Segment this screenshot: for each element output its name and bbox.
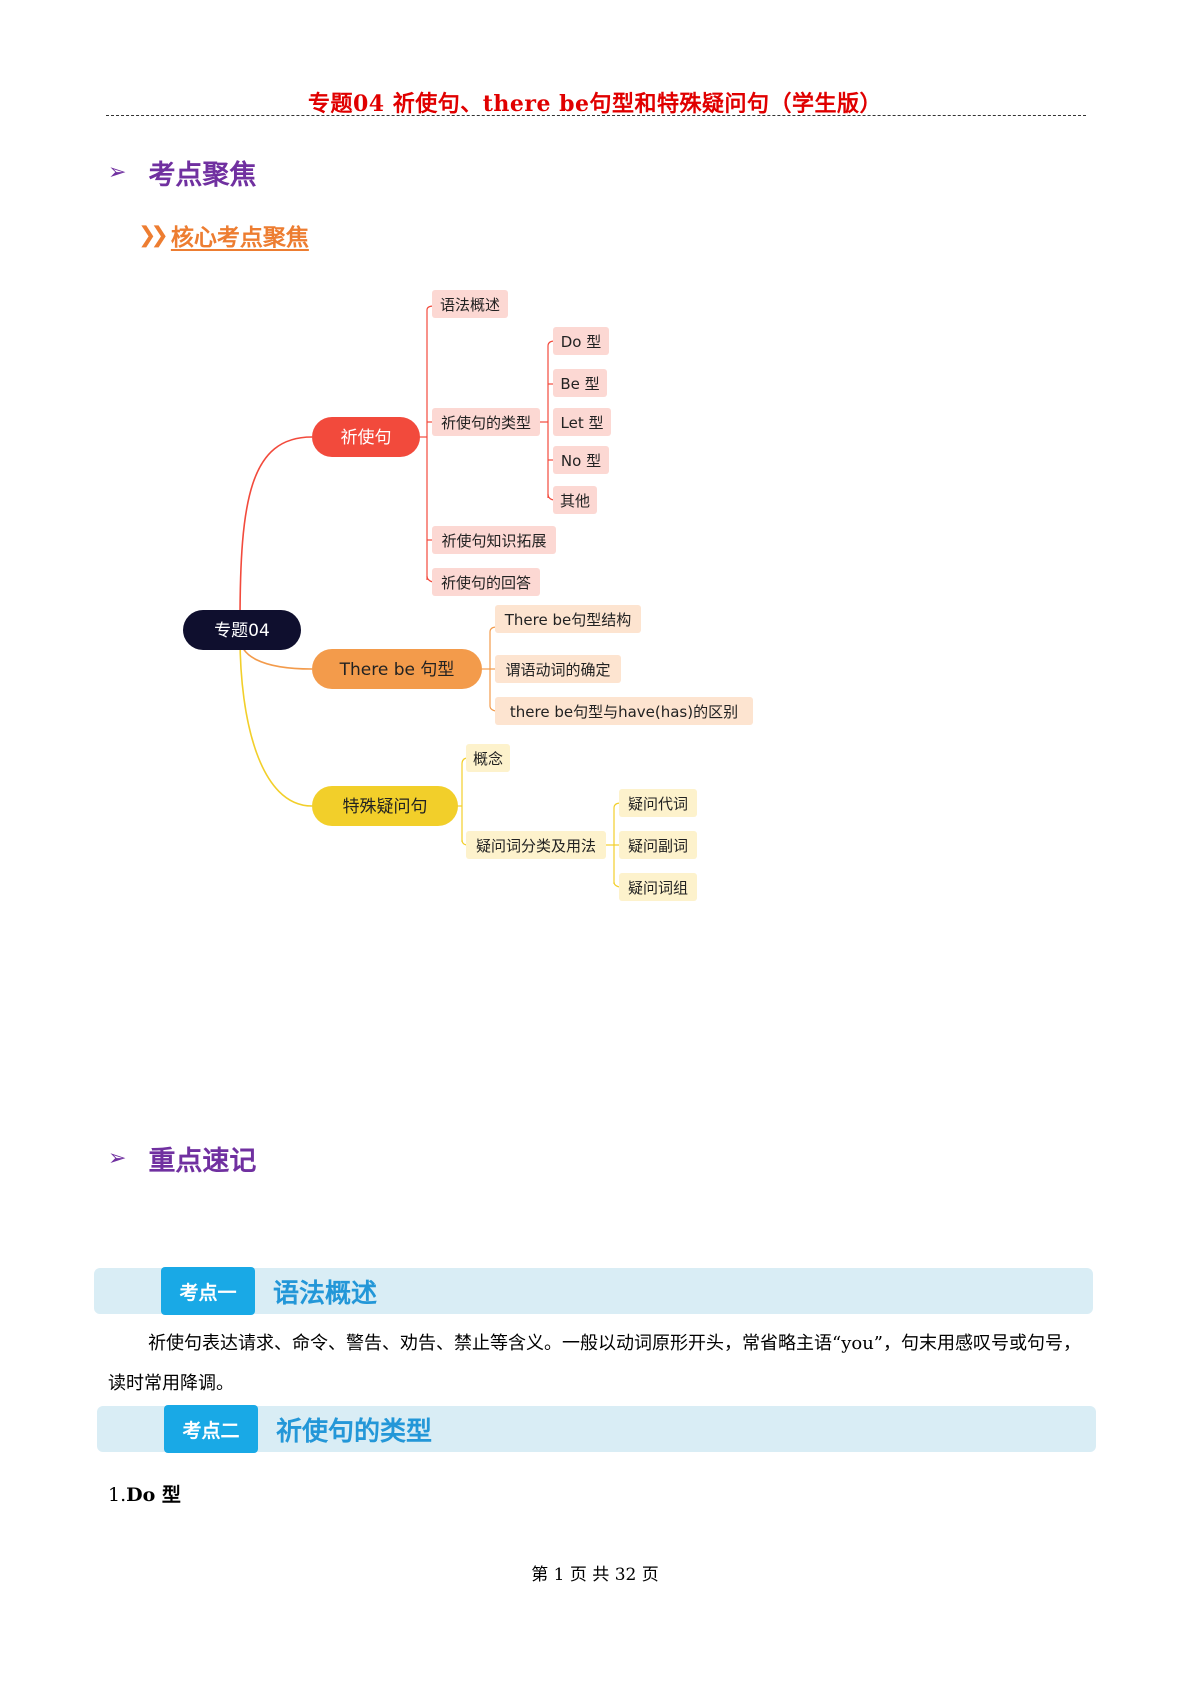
kaodian-bar-1 xyxy=(94,1268,1093,1314)
mindmap-leaf: 谓语动词的确定 xyxy=(505,661,610,679)
mindmap-leaf: Be 型 xyxy=(560,375,599,393)
section-title: 重点速记 xyxy=(148,1145,257,1177)
kaodian-tag-2: 考点二 xyxy=(164,1405,258,1453)
mindmap-leaf: 疑问词组 xyxy=(628,879,688,897)
section-heading-notes: ➢ 重点速记 xyxy=(108,1138,256,1178)
mindmap-root-label: 专题04 xyxy=(214,621,270,641)
branch-label: 祈使句 xyxy=(341,427,392,448)
mindmap-leaf: 疑问副词 xyxy=(628,837,688,855)
page-footer: 第 1 页 共 32 页 xyxy=(531,1565,659,1585)
mindmap-branch-imperative xyxy=(312,417,420,457)
subheading-core: ❯❯ 核心考点聚焦 xyxy=(138,218,309,252)
kaodian-title-1: 语法概述 xyxy=(273,1278,378,1309)
paragraph-imperative-overview: 祈使句表达请求、命令、警告、劝告、禁止等含义。一般以动词原形开头，常省略主语“y… xyxy=(108,1333,1081,1394)
kaodian-bar-2 xyxy=(97,1406,1096,1452)
mindmap-leaf: 其他 xyxy=(560,492,590,510)
double-chevron-icon: ❯❯ xyxy=(138,222,169,248)
mindmap-leaf: 祈使句知识拓展 xyxy=(441,532,546,550)
imperative-children: 语法概述 祈使句的类型 祈使句知识拓展 祈使句的回答 xyxy=(432,290,556,596)
mindmap-leaf: 语法概述 xyxy=(440,296,500,314)
branch-label: 特殊疑问句 xyxy=(343,797,428,817)
there-be-children: There be句型结构 谓语动词的确定 there be句型与have(has… xyxy=(495,605,753,725)
mindmap-branch-there-be xyxy=(312,649,482,689)
mind-map: 专题04 祈使句 语法概述 祈使句的类型 祈使句知识拓展 祈使句的回答 Do 型… xyxy=(183,290,753,901)
arrow-bullet-icon: ➢ xyxy=(108,1145,127,1171)
section-title: 考点聚焦 xyxy=(148,159,257,191)
subheading-title: 核心考点聚焦 xyxy=(170,225,309,251)
mindmap-leaf: Let 型 xyxy=(561,414,604,432)
special-question-children: 概念 疑问词分类及用法 xyxy=(466,744,606,859)
item-label: Do 型 xyxy=(126,1484,181,1506)
mindmap-leaf: Do 型 xyxy=(561,333,602,351)
mindmap-leaf: 祈使句的回答 xyxy=(441,574,531,592)
branch-label: There be 句型 xyxy=(339,660,455,680)
mindmap-leaf: 疑问词分类及用法 xyxy=(476,837,596,855)
mindmap-leaf: 概念 xyxy=(473,750,503,768)
document-title: 专题04 祈使句、there be句型和特殊疑问句（学生版） xyxy=(307,91,883,117)
mindmap-leaf: There be句型结构 xyxy=(504,611,631,629)
mindmap-leaf: 祈使句的类型 xyxy=(441,414,531,432)
kaodian-title-2: 祈使句的类型 xyxy=(276,1416,433,1447)
title-divider xyxy=(106,115,1086,116)
mindmap-leaf: No 型 xyxy=(561,452,601,470)
mindmap-leaf: 疑问代词 xyxy=(628,795,688,813)
item-number: 1. xyxy=(108,1484,127,1506)
mindmap-root-node xyxy=(183,610,301,650)
section-heading-focus: ➢ 考点聚焦 xyxy=(108,152,256,192)
mindmap-branch-special-questions xyxy=(312,786,458,826)
kaodian-tag-1: 考点一 xyxy=(161,1267,255,1315)
list-item-do-type: 1.Do 型 xyxy=(108,1480,181,1507)
mindmap-leaf: there be句型与have(has)的区别 xyxy=(510,703,738,721)
imperative-types: Do 型 Be 型 Let 型 No 型 其他 xyxy=(553,327,611,514)
question-word-types: 疑问代词 疑问副词 疑问词组 xyxy=(619,789,697,901)
arrow-bullet-icon: ➢ xyxy=(108,159,127,185)
